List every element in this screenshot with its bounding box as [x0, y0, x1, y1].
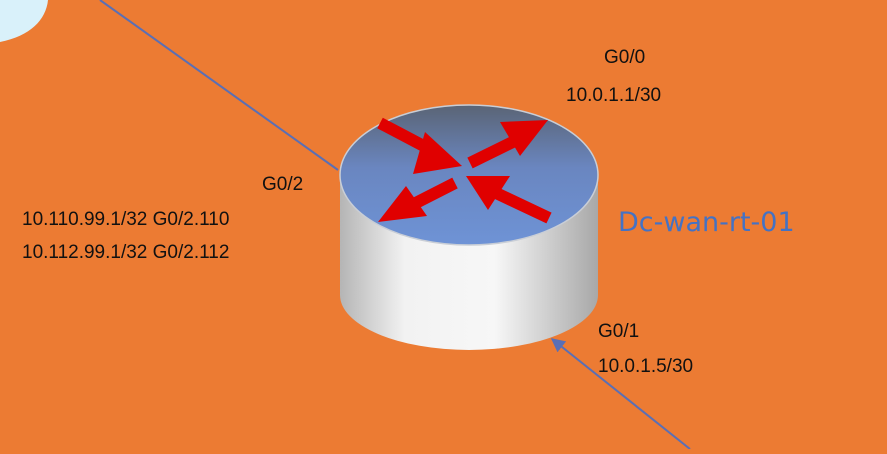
arrow-in-icon: [466, 176, 552, 224]
interface-g0-2-name: G0/2: [262, 174, 304, 195]
interface-g0-1-ip: 10.0.1.5/30: [598, 356, 694, 377]
link-g0-1: [550, 338, 691, 450]
arrow-in-icon: [377, 117, 462, 174]
interface-g0-2-sub1: 10.110.99.1/32 G0/2.110: [22, 209, 230, 230]
interface-g0-0-name: G0/0: [604, 47, 646, 68]
link-g0-2: [99, 0, 339, 171]
arrow-out-icon: [378, 177, 458, 222]
interface-g0-0-ip: 10.0.1.1/30: [566, 85, 662, 106]
arrow-out-icon: [467, 120, 548, 169]
router-icon: [339, 104, 599, 350]
router-hostname: Dc-wan-rt-01: [618, 207, 795, 238]
interface-g0-2-sub2: 10.112.99.1/32 G0/2.112: [22, 242, 230, 263]
cloud-shape: [0, 0, 48, 42]
interface-g0-1-name: G0/1: [598, 321, 640, 342]
